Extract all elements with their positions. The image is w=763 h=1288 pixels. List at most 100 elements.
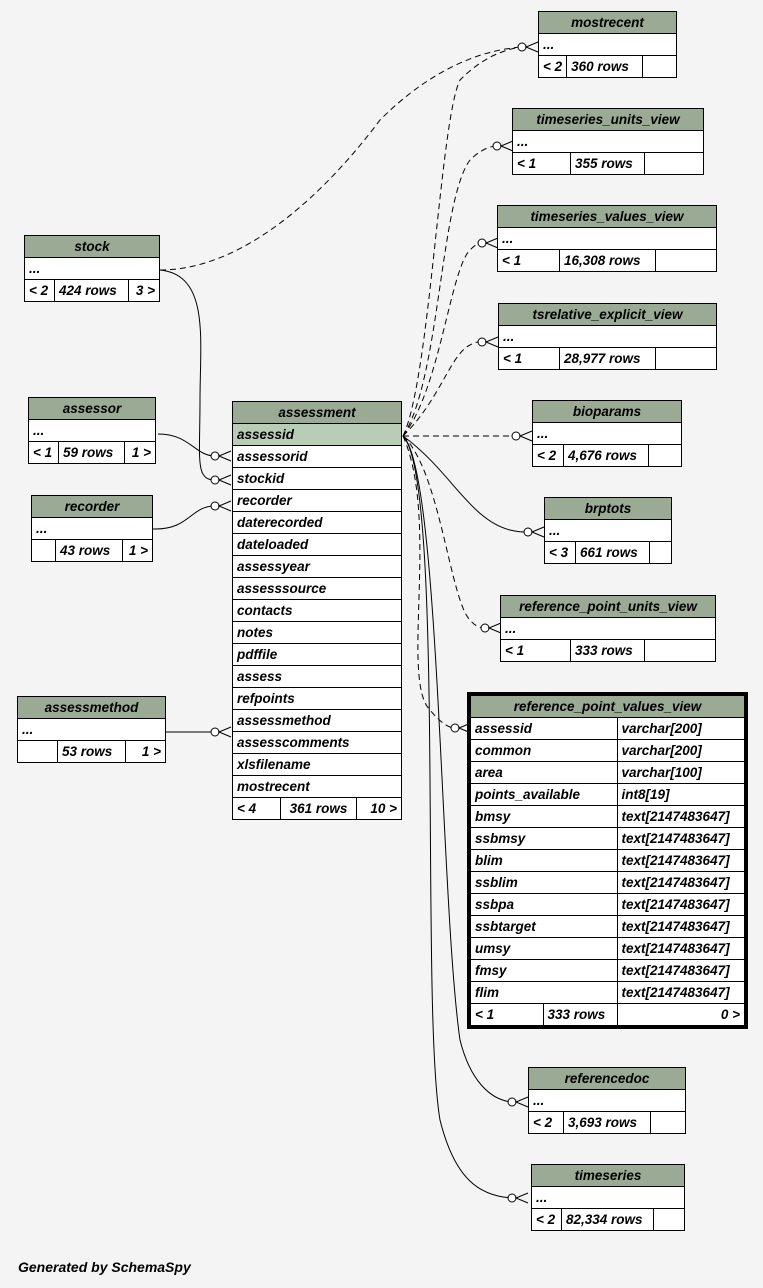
table-timeseries-units-view[interactable]: timeseries_units_view ... < 1 355 rows (512, 108, 704, 175)
column-type: text[2147483647] (616, 893, 747, 916)
column-recorder[interactable]: recorder (232, 489, 402, 512)
column-name[interactable]: ssbpa (468, 893, 618, 916)
column-name[interactable]: ssblim (468, 871, 618, 894)
parents-count[interactable]: < 2 (531, 1208, 562, 1231)
children-count[interactable] (648, 444, 682, 467)
column-name[interactable]: ssbmsy (468, 827, 618, 850)
column-name[interactable]: flim (468, 981, 618, 1004)
column-stockid[interactable]: stockid (232, 467, 402, 490)
parents-count[interactable]: < 2 (528, 1111, 564, 1134)
table-timeseries-values-view[interactable]: timeseries_values_view ... < 1 16,308 ro… (497, 205, 717, 272)
column-name[interactable]: bmsy (468, 805, 618, 828)
table-stock[interactable]: stock ... < 2 424 rows 3 > (24, 235, 160, 302)
row-count: 361 rows (280, 797, 357, 820)
table-assessmethod[interactable]: assessmethod ... 53 rows 1 > (17, 696, 166, 763)
table-brptots[interactable]: brptots ... < 3 661 rows (544, 497, 672, 564)
table-tsrelative-explicit-view[interactable]: tsrelative_explicit_view ... < 1 28,977 … (498, 303, 717, 370)
parents-count[interactable]: < 1 (498, 347, 560, 370)
column-assesscomments[interactable]: assesscomments (232, 731, 402, 754)
table-title[interactable]: mostrecent (538, 11, 677, 34)
column-type: text[2147483647] (616, 849, 747, 872)
children-count[interactable] (655, 347, 717, 370)
row-count: 424 rows (54, 279, 129, 302)
table-title[interactable]: stock (24, 235, 160, 258)
children-count[interactable] (650, 1111, 686, 1134)
table-title[interactable]: reference_point_units_view (500, 595, 716, 618)
parents-count[interactable] (31, 539, 56, 562)
children-count[interactable] (642, 55, 677, 78)
column-dateloaded[interactable]: dateloaded (232, 533, 402, 556)
table-title[interactable]: assessment (232, 401, 402, 424)
table-title[interactable]: reference_point_values_view (468, 693, 747, 718)
table-title[interactable]: timeseries_values_view (497, 205, 717, 228)
children-count[interactable] (644, 152, 704, 175)
table-title[interactable]: brptots (544, 497, 672, 520)
children-count[interactable] (644, 639, 716, 662)
column-pdffile[interactable]: pdffile (232, 643, 402, 666)
column-name[interactable]: assessid (468, 717, 618, 740)
column-name[interactable]: ssbtarget (468, 915, 618, 938)
column-refpoints[interactable]: refpoints (232, 687, 402, 710)
column-assesssource[interactable]: assesssource (232, 577, 402, 600)
parents-count[interactable]: < 4 (232, 797, 281, 820)
table-title[interactable]: assessmethod (17, 696, 166, 719)
table-timeseries[interactable]: timeseries ... < 2 82,334 rows (531, 1164, 685, 1231)
column-xlsfilename[interactable]: xlsfilename (232, 753, 402, 776)
children-count[interactable] (649, 541, 672, 564)
children-count[interactable]: 1 > (122, 539, 153, 562)
children-count[interactable]: 1 > (125, 740, 166, 763)
table-referencedoc[interactable]: referencedoc ... < 2 3,693 rows (528, 1067, 686, 1134)
column-assessid[interactable]: assessid (232, 423, 402, 446)
table-title[interactable]: bioparams (532, 400, 682, 423)
column-name[interactable]: common (468, 739, 618, 762)
parents-count[interactable]: < 1 (500, 639, 571, 662)
column-notes[interactable]: notes (232, 621, 402, 644)
column-assess[interactable]: assess (232, 665, 402, 688)
column-assessmethod[interactable]: assessmethod (232, 709, 402, 732)
children-count[interactable] (655, 249, 717, 272)
column-name[interactable]: blim (468, 849, 618, 872)
parents-count[interactable]: < 2 (537, 55, 568, 78)
table-title[interactable]: timeseries (531, 1164, 685, 1187)
table-title[interactable]: assessor (28, 397, 156, 420)
parents-count[interactable]: < 2 (532, 444, 564, 467)
table-title[interactable]: referencedoc (528, 1067, 686, 1090)
children-count[interactable]: 3 > (128, 279, 160, 302)
table-assessor[interactable]: assessor ... < 1 59 rows 1 > (28, 397, 156, 464)
row-count: 82,334 rows (561, 1208, 654, 1231)
children-count[interactable]: 10 > (356, 797, 402, 820)
table-title[interactable]: timeseries_units_view (512, 108, 704, 131)
parents-count[interactable]: < 1 (28, 441, 59, 464)
column-type: text[2147483647] (616, 871, 747, 894)
parents-count[interactable]: < 2 (24, 279, 55, 302)
column-contacts[interactable]: contacts (232, 599, 402, 622)
table-mostrecent[interactable]: mostrecent ... < 2 360 rows (537, 11, 677, 78)
column-daterecorded[interactable]: daterecorded (232, 511, 402, 534)
column-assessyear[interactable]: assessyear (232, 555, 402, 578)
table-bioparams[interactable]: bioparams ... < 2 4,676 rows (532, 400, 682, 467)
parents-count[interactable] (17, 740, 58, 763)
parents-count[interactable]: < 1 (468, 1003, 544, 1028)
table-columns-ellipsis: ... (24, 257, 160, 280)
parents-count[interactable]: < 1 (512, 152, 571, 175)
table-title[interactable]: tsrelative_explicit_view (498, 303, 717, 326)
column-name[interactable]: umsy (468, 937, 618, 960)
table-assessment[interactable]: assessment assessid assessorid stockid r… (232, 401, 402, 820)
table-recorder[interactable]: recorder ... 43 rows 1 > (31, 495, 153, 562)
parents-count[interactable]: < 1 (497, 249, 560, 272)
column-type: text[2147483647] (616, 959, 747, 982)
table-reference-point-units-view[interactable]: reference_point_units_view ... < 1 333 r… (500, 595, 716, 662)
column-name[interactable]: fmsy (468, 959, 618, 982)
column-name[interactable]: area (468, 761, 618, 784)
children-count[interactable]: 0 > (616, 1003, 747, 1028)
table-title[interactable]: recorder (31, 495, 153, 518)
column-mostrecent[interactable]: mostrecent (232, 775, 402, 798)
parents-count[interactable]: < 3 (544, 541, 576, 564)
column-type: text[2147483647] (616, 827, 747, 850)
row-count: 43 rows (55, 539, 123, 562)
column-name[interactable]: points_available (468, 783, 618, 806)
column-assessorid[interactable]: assessorid (232, 445, 402, 468)
children-count[interactable] (653, 1208, 685, 1231)
children-count[interactable]: 1 > (124, 441, 156, 464)
